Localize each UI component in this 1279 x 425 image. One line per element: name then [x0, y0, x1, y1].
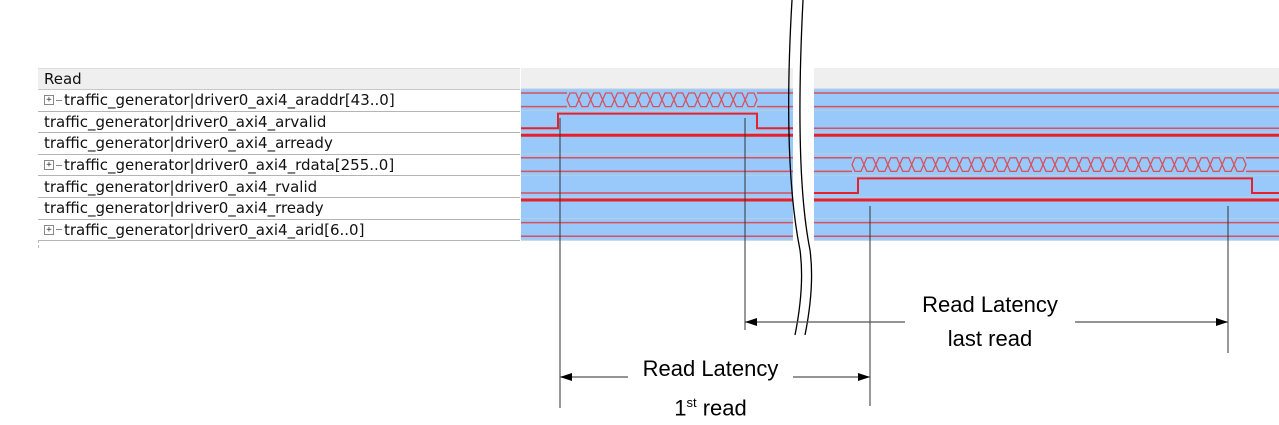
signal-row[interactable]: traffic_generator|driver0_axi4_rvalid — [38, 176, 520, 198]
bus-transition — [851, 157, 1247, 173]
signal-name: traffic_generator|driver0_axi4_rdata[255… — [64, 156, 395, 175]
bus-transition — [566, 92, 758, 108]
last-read-subtitle: last read — [947, 326, 1033, 351]
signal-row[interactable]: + traffic_generator|driver0_axi4_arid[6..… — [38, 219, 520, 242]
expand-icon[interactable]: + — [44, 160, 54, 171]
tree-connector — [56, 99, 62, 101]
arrowhead — [745, 318, 757, 326]
time-break-icon — [799, 0, 813, 336]
wave-header — [814, 68, 1279, 89]
first-read-title: Read Latency — [642, 356, 779, 381]
signal-row[interactable]: + traffic_generator|driver0_axi4_rdata[25… — [38, 154, 520, 177]
signal-name: traffic_generator|driver0_axi4_arvalid — [44, 112, 327, 131]
signal-list: Read + traffic_generator|driver0_axi4_ara… — [38, 68, 520, 242]
arrowhead — [858, 373, 870, 381]
time-break-icon — [788, 0, 803, 336]
signal-name: traffic_generator|driver0_axi4_araddr[43… — [64, 91, 395, 110]
tree-connector — [56, 164, 62, 166]
expand-icon[interactable]: + — [44, 224, 54, 235]
signal-pulse — [521, 112, 793, 130]
signal-row[interactable]: traffic_generator|driver0_axi4_rready — [38, 197, 520, 220]
signal-name: traffic_generator|driver0_axi4_rvalid — [44, 177, 318, 196]
signal-name: traffic_generator|driver0_axi4_arid[6..0… — [64, 220, 365, 239]
signal-row[interactable]: + traffic_generator|driver0_axi4_araddr[4… — [38, 90, 520, 112]
last-read-title: Read Latency — [922, 292, 1058, 317]
wave-header — [521, 68, 793, 89]
expand-icon[interactable]: + — [44, 95, 54, 106]
arrowhead — [1216, 318, 1228, 326]
annotation-last-read: Read Latency last read — [905, 288, 1075, 356]
wave-background — [521, 89, 793, 241]
arrowhead — [560, 373, 572, 381]
signal-name: traffic_generator|driver0_axi4_arready — [44, 134, 333, 153]
wave-background — [814, 89, 1279, 241]
group-header: Read — [38, 68, 520, 90]
tree-connector — [56, 229, 62, 231]
signal-row[interactable]: traffic_generator|driver0_axi4_arready — [38, 133, 520, 155]
first-read-subtitle: 1st read — [674, 395, 747, 421]
annotation-first-read: Read Latency 1st read — [628, 352, 793, 425]
signal-pulse — [814, 177, 1279, 194]
signal-row[interactable]: traffic_generator|driver0_axi4_arvalid — [38, 111, 520, 134]
signal-name: traffic_generator|driver0_axi4_rready — [44, 199, 324, 218]
